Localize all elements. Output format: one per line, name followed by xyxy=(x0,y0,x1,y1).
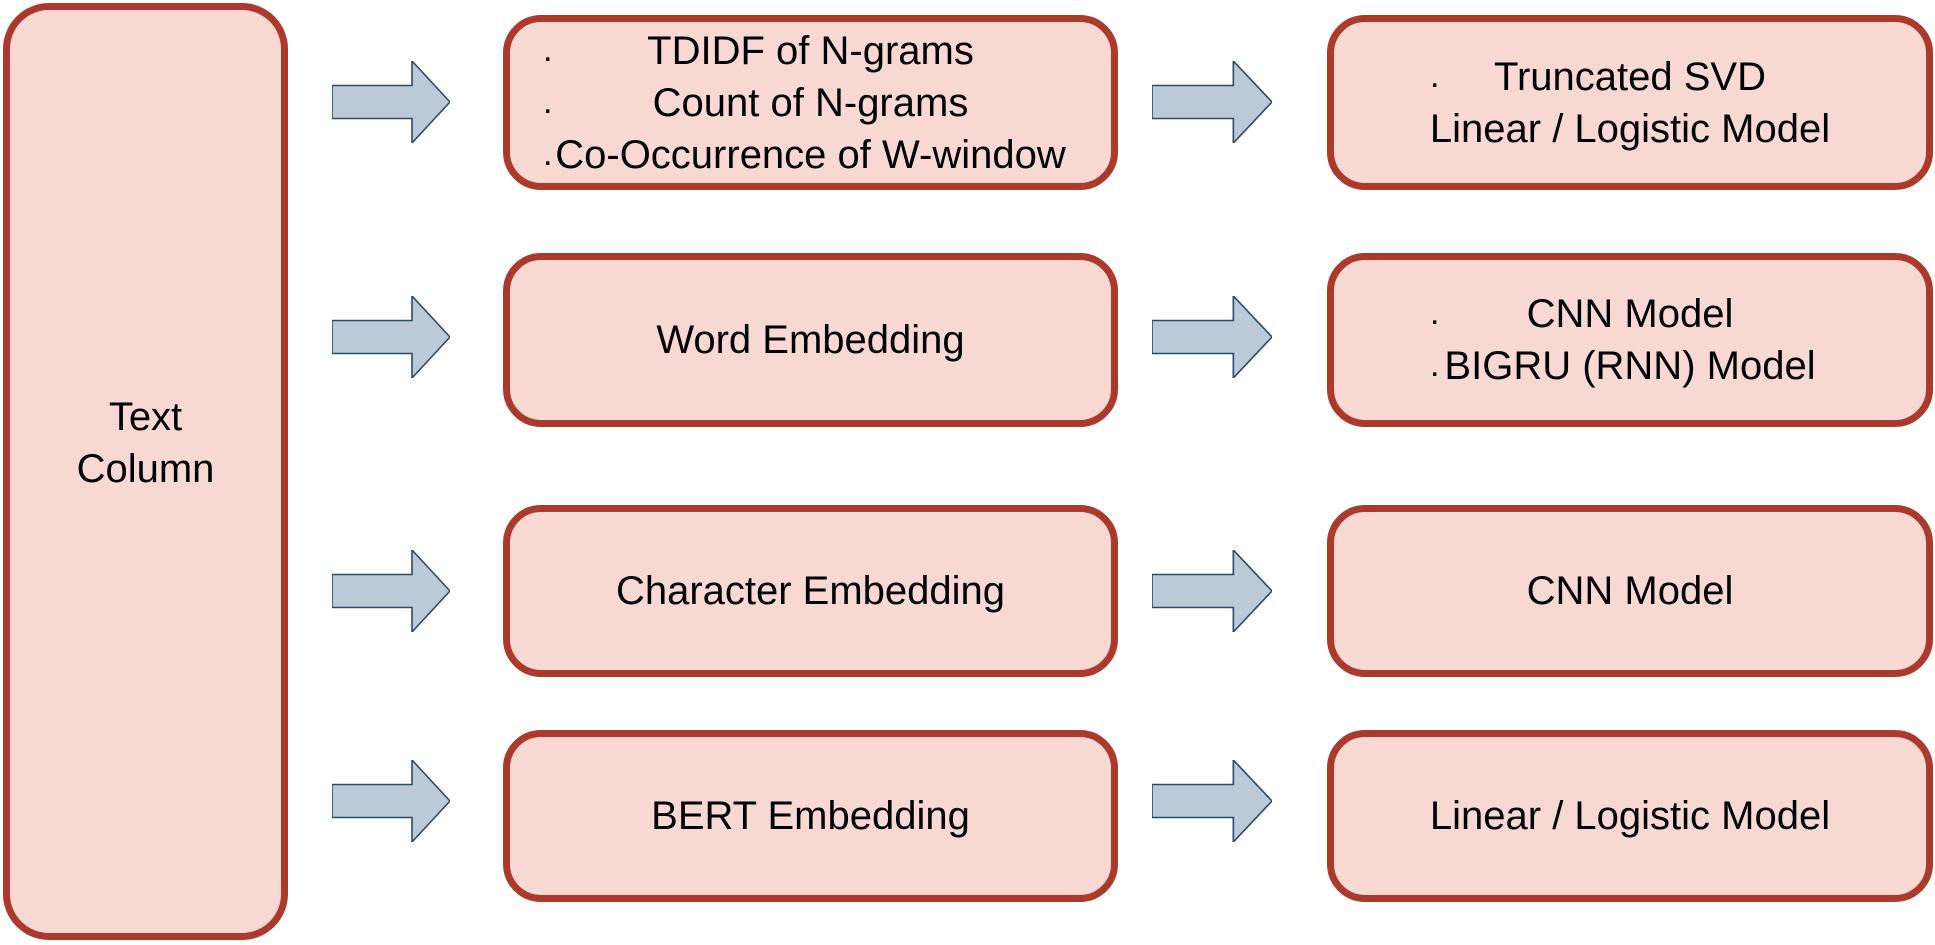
node-label-line: .Linear / Logistic Model xyxy=(1334,103,1926,155)
features-node-word-embedding: Word Embedding xyxy=(503,253,1118,427)
node-label-line: Text xyxy=(108,394,183,439)
features-node-bert-embedding: BERT Embedding xyxy=(503,730,1118,902)
models-node-cnn: CNN Model xyxy=(1327,505,1933,677)
node-label-text: BIGRU (RNN) Model xyxy=(1444,344,1816,388)
bullet-dot: . xyxy=(1430,108,1440,147)
flow-arrow-icon xyxy=(332,760,450,842)
node-label-text: Linear / Logistic Model xyxy=(1429,794,1831,838)
node-label-text: CNN Model xyxy=(1526,292,1734,336)
node-label-line: Linear / Logistic Model xyxy=(1334,790,1926,842)
bullet-dot: . xyxy=(543,82,553,121)
flow-arrow-icon xyxy=(332,550,450,632)
node-label-line: CNN Model xyxy=(1334,565,1926,617)
node-label-text: Count of N-grams xyxy=(652,80,969,125)
bullet-dot: . xyxy=(1430,346,1440,384)
node-label-text: BERT Embedding xyxy=(651,794,970,838)
bullet-dot: . xyxy=(1430,56,1440,95)
models-node-svd-linear: .Truncated SVD .Linear / Logistic Model xyxy=(1327,15,1933,190)
flow-arrow-icon xyxy=(332,61,450,143)
flow-arrow-icon xyxy=(1152,296,1272,378)
features-node-character-embedding: Character Embedding xyxy=(503,505,1118,677)
models-node-linear-logistic: Linear / Logistic Model xyxy=(1327,730,1933,902)
models-node-cnn-bigru: . CNN Model .BIGRU (RNN) Model xyxy=(1327,253,1933,427)
node-label-line: BERT Embedding xyxy=(510,790,1111,842)
flow-arrow-icon xyxy=(332,296,450,378)
node-label-line: . Count of N-grams xyxy=(510,77,1111,129)
flow-arrow-icon xyxy=(1152,61,1272,143)
node-label-text: Truncated SVD xyxy=(1494,54,1766,99)
node-label-text: CNN Model xyxy=(1526,569,1734,613)
bullet-dot: . xyxy=(543,30,553,69)
node-label-line: . TDIDF of N-grams xyxy=(510,25,1111,77)
node-label-text: Co-Occurrence of W-window xyxy=(555,132,1066,177)
node-label-text: TDIDF of N-grams xyxy=(647,28,974,73)
node-label-line: .BIGRU (RNN) Model xyxy=(1334,340,1926,392)
text-column-node: Text Column xyxy=(3,3,288,940)
node-label-text: Linear / Logistic Model xyxy=(1429,106,1831,151)
node-label-text: Word Embedding xyxy=(656,318,965,362)
flow-arrow-icon xyxy=(1152,550,1272,632)
flow-arrow-icon xyxy=(1152,760,1272,842)
node-label-text: Character Embedding xyxy=(615,569,1006,613)
features-node-ngrams: .TDIDF of N-grams .Count of N-grams .Co-… xyxy=(503,15,1118,190)
bullet-dot: . xyxy=(543,134,553,173)
node-label-line: Word Embedding xyxy=(510,314,1111,366)
node-label-line: . CNN Model xyxy=(1334,288,1926,340)
node-label-line: .Co-Occurrence of W-window xyxy=(510,129,1111,181)
bullet-dot: . xyxy=(1430,294,1440,332)
node-label-line: Character Embedding xyxy=(510,565,1111,617)
node-label-line: . Truncated SVD xyxy=(1334,51,1926,103)
node-label-line: Column xyxy=(76,446,215,491)
